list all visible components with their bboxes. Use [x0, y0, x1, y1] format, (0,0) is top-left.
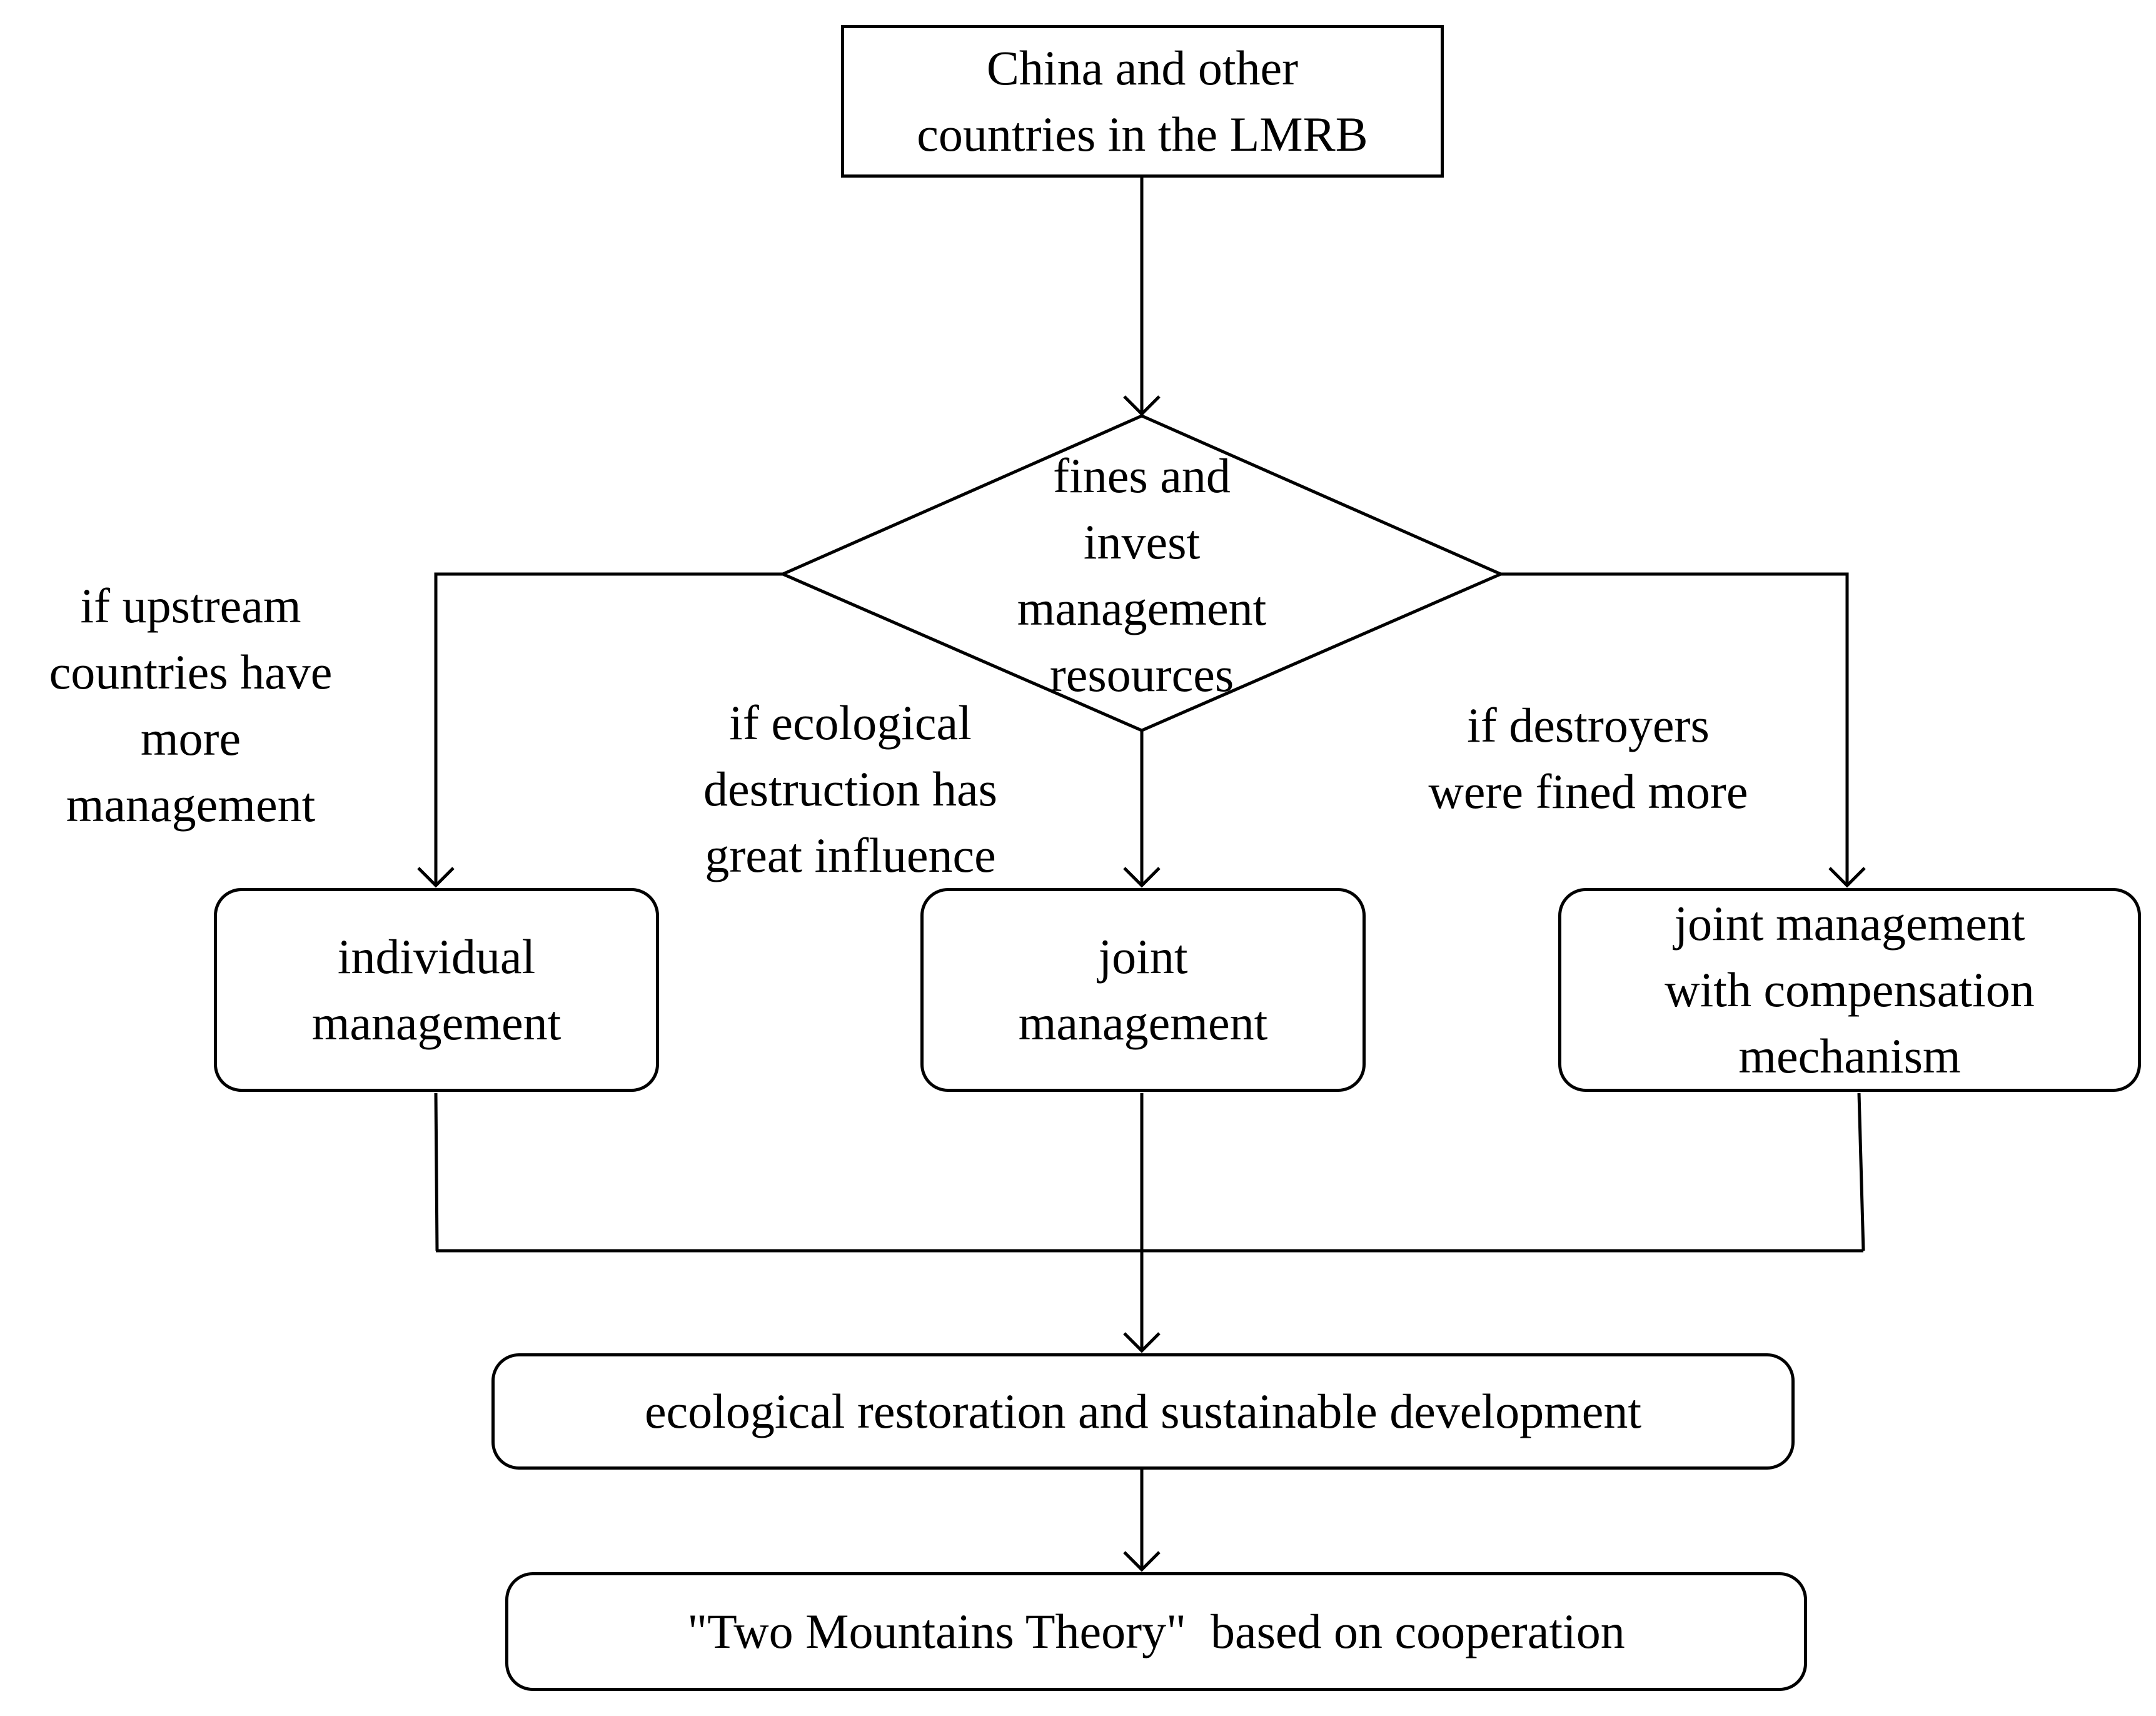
arrowhead-result	[1123, 1332, 1161, 1353]
outcome-individual-box: individual management	[214, 888, 659, 1092]
outcome-joint-box: joint management	[920, 888, 1366, 1092]
arrowhead-left	[417, 867, 455, 888]
result-box: ecological restoration and sustainable d…	[491, 1353, 1795, 1470]
condition-left: if upstream countries have more manageme…	[49, 578, 333, 832]
arrowhead-middle	[1123, 867, 1161, 888]
decision-label: fines and invest management resources	[1017, 448, 1267, 702]
merge-line-right	[1857, 1093, 1865, 1251]
outcome-compensation-box: joint management with compensation mecha…	[1558, 888, 2141, 1092]
outcome-joint-label: joint management	[1018, 929, 1268, 1050]
outcome-compensation-label: joint management with compensation mecha…	[1665, 896, 2035, 1083]
top-box: China and other countries in the LMRB	[841, 25, 1444, 178]
outcome-individual-label: individual management	[311, 929, 562, 1050]
arrowhead-right	[1828, 867, 1866, 888]
result-label: ecological restoration and sustainable d…	[644, 1384, 1642, 1438]
final-label: "Two Mountains Theory" based on cooperat…	[687, 1604, 1625, 1658]
condition-right: if destroyers were fined more	[1428, 698, 1748, 819]
condition-middle: if ecological destruction has great infl…	[703, 695, 998, 882]
merge-line-left	[434, 1093, 439, 1251]
arrow-decision-to-individual	[434, 572, 783, 886]
top-box-label: China and other countries in the LMRB	[917, 41, 1368, 161]
arrow-decision-to-compensation	[1501, 572, 1849, 886]
arrowhead-final	[1123, 1551, 1161, 1572]
arrowhead-top-to-decision	[1123, 395, 1161, 416]
final-box: "Two Mountains Theory" based on cooperat…	[505, 1572, 1807, 1691]
